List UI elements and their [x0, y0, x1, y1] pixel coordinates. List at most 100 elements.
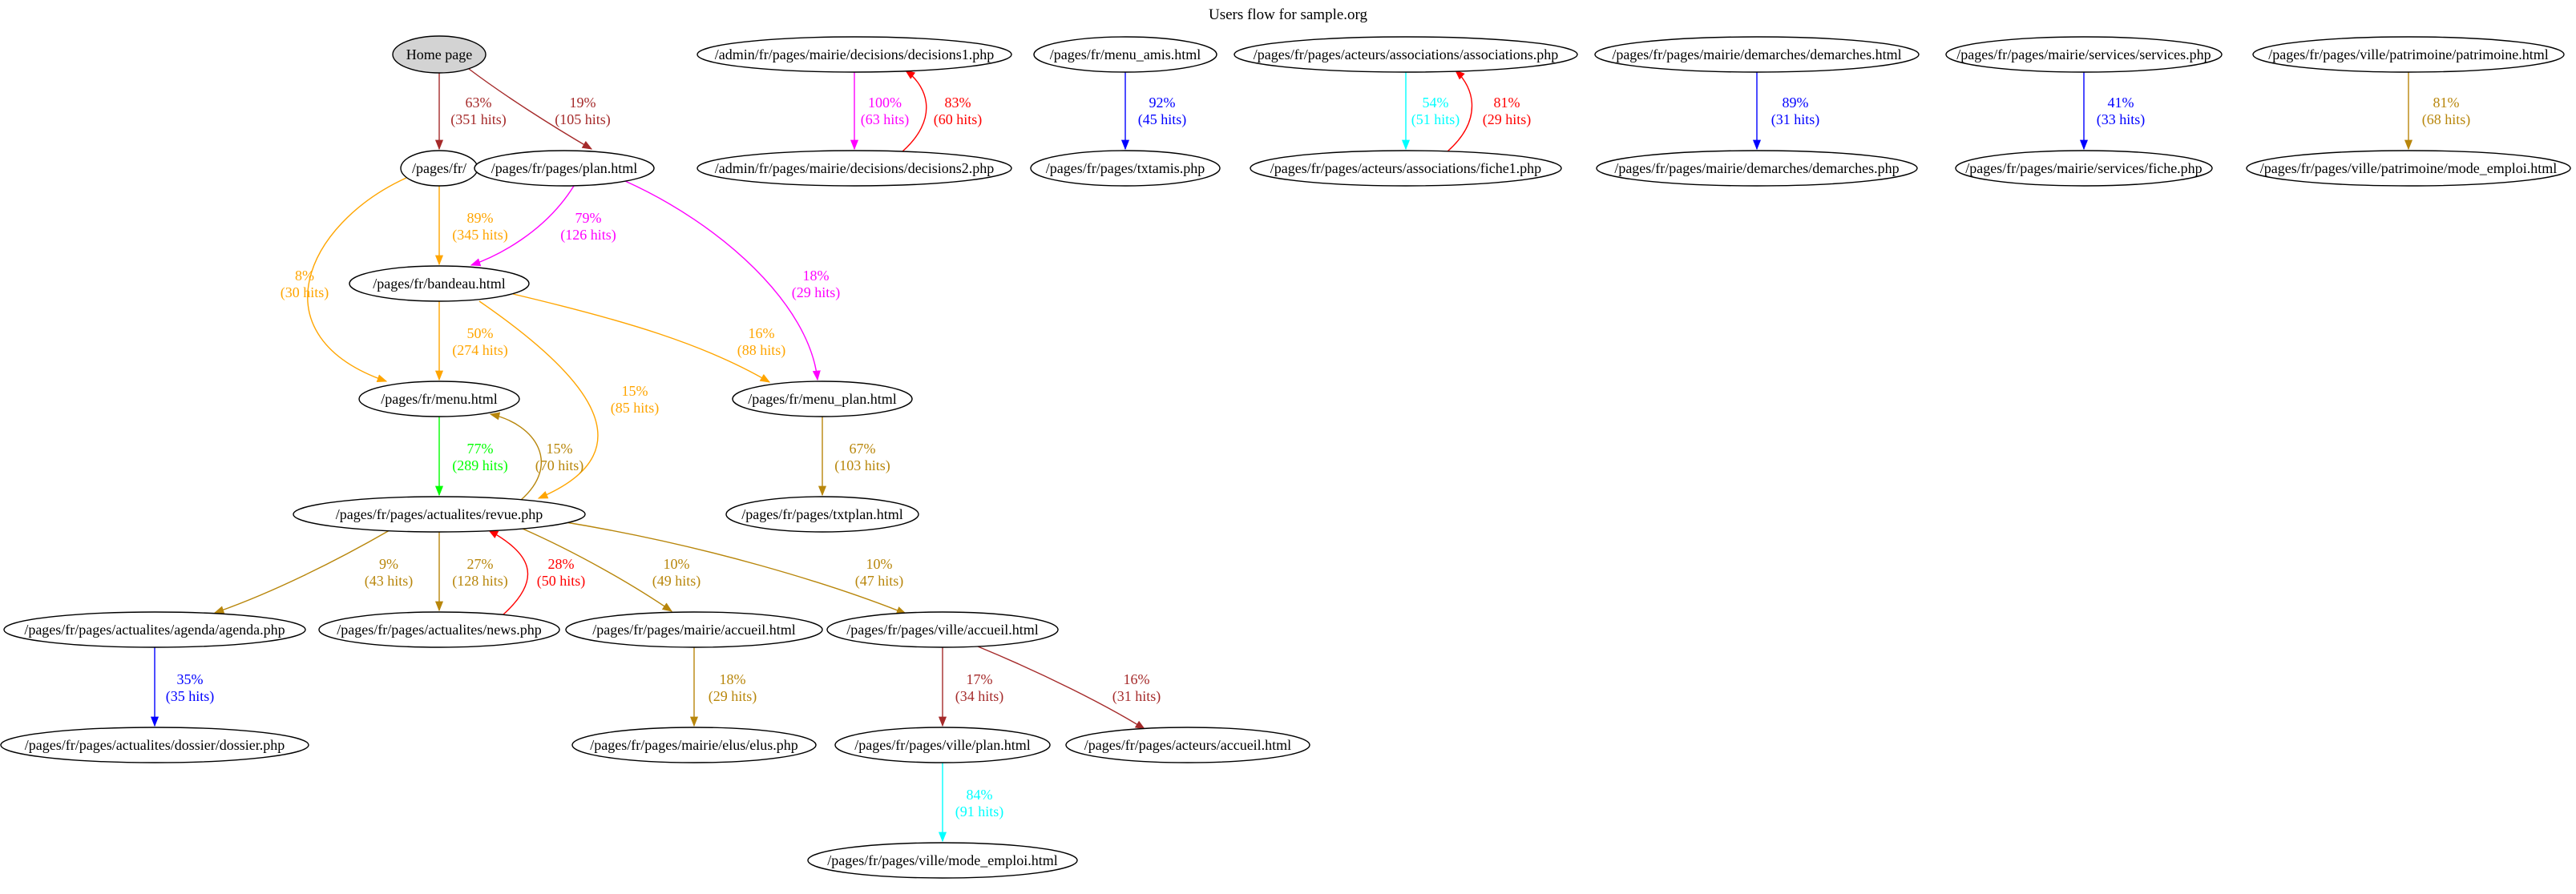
edge-hits-label: (85 hits) [611, 400, 660, 417]
edge-percent-label: 19% [570, 95, 596, 111]
node-revue: /pages/fr/pages/actualites/revue.php [293, 496, 586, 533]
node-label: /pages/fr/menu_plan.html [748, 391, 896, 407]
edges-layer: 63%(351 hits)19%(105 hits)89%(345 hits)8… [150, 68, 2471, 843]
node-patrimoine: /pages/fr/pages/ville/patrimoine/patrimo… [2252, 36, 2565, 73]
edge-percent-label: 10% [866, 556, 893, 572]
node-acteurs-accueil: /pages/fr/pages/acteurs/accueil.html [1065, 727, 1310, 763]
node-label: /pages/fr/pages/txtamis.php [1046, 160, 1205, 176]
edge-revue-to-ville_accueil: 10%(47 hits) [560, 521, 907, 614]
edge-percent-label: 81% [2433, 95, 2460, 111]
edge-percent-label: 15% [622, 383, 648, 399]
edge-percent-label: 79% [575, 210, 602, 226]
node-ellipse [696, 36, 1012, 73]
node-ellipse [732, 381, 913, 417]
node-label: /pages/fr/pages/mairie/services/services… [1956, 46, 2211, 62]
edge-percent-label: 15% [547, 441, 573, 457]
edge-bandeau-to-revue: 15%(85 hits) [478, 300, 660, 499]
edge-hits-label: (345 hits) [452, 227, 508, 244]
node-patrimoine-mode: /pages/fr/pages/ville/patrimoine/mode_em… [2246, 150, 2571, 187]
node-label: /pages/fr/pages/mairie/elus/elus.php [590, 737, 797, 753]
node-label: /pages/fr/menu.html [381, 391, 497, 407]
node-demarches-php: /pages/fr/pages/mairie/demarches/demarch… [1596, 150, 1918, 187]
node-txtplan: /pages/fr/pages/txtplan.html [725, 496, 919, 533]
node-ellipse [1955, 150, 2213, 187]
node-ellipse [2246, 150, 2571, 187]
node-ellipse [834, 727, 1051, 763]
edge-hits-label: (29 hits) [709, 688, 757, 705]
edge-line [512, 293, 771, 383]
node-mode-emploi: /pages/fr/pages/ville/mode_emploi.html [807, 842, 1078, 879]
node-label: /pages/fr/pages/actualites/news.php [337, 622, 541, 638]
node-dossier: /pages/fr/pages/actualites/dossier/dossi… [0, 727, 309, 763]
edge-hits-label: (103 hits) [834, 457, 890, 474]
node-ellipse [1033, 36, 1217, 73]
edge-hits-label: (34 hits) [955, 688, 1004, 705]
edge-ville_plan-to-mode_emploi: 84%(91 hits) [938, 763, 1003, 843]
edge-percent-label: 41% [2108, 95, 2134, 111]
edge-line [478, 300, 599, 499]
edge-hits-label: (51 hits) [1411, 111, 1460, 128]
edge-patrimoine-to-patrimoine_mode: 81%(68 hits) [2404, 72, 2471, 151]
edge-mairie_accueil-to-elus: 18%(29 hits) [689, 647, 757, 727]
node-ellipse [1065, 727, 1310, 763]
edge-revue-to-menu: 15%(70 hits) [489, 412, 583, 501]
edge-demarches_html-to-demarches_php: 89%(31 hits) [1752, 72, 1819, 151]
edge-assoc-to-fiche1: 54%(51 hits) [1401, 72, 1460, 151]
node-home: Home page [392, 35, 487, 74]
edge-bandeau-to-menu_plan: 16%(88 hits) [512, 293, 786, 383]
edge-menu_amis-to-txtamis: 92%(45 hits) [1120, 72, 1186, 151]
edge-hits-label: (29 hits) [1483, 111, 1532, 128]
node-label: /pages/fr/pages/mairie/demarches/demarch… [1614, 160, 1899, 176]
edge-fr-to-bandeau: 89%(345 hits) [434, 186, 508, 266]
node-label: /pages/fr/pages/ville/patrimoine/patrimo… [2268, 46, 2548, 62]
edge-services-to-fiche: 41%(33 hits) [2079, 72, 2145, 151]
edge-percent-label: 84% [967, 787, 993, 803]
node-menu-amis: /pages/fr/menu_amis.html [1033, 36, 1217, 73]
edge-line [468, 68, 593, 150]
edge-home-to-plan: 19%(105 hits) [468, 68, 611, 150]
edge-dec1-to-dec2: 100%(63 hits) [850, 72, 910, 151]
node-label: /admin/fr/pages/mairie/decisions/decisio… [715, 46, 994, 62]
edge-percent-label: 63% [466, 95, 492, 111]
diagram-title: Users flow for sample.org [1209, 6, 1368, 23]
node-ellipse [696, 150, 1012, 187]
edge-hits-label: (60 hits) [934, 111, 983, 128]
edge-hits-label: (88 hits) [737, 342, 786, 359]
edge-revue-to-news: 27%(128 hits) [434, 532, 508, 612]
node-demarches-html: /pages/fr/pages/mairie/demarches/demarch… [1594, 36, 1920, 73]
edge-line [213, 530, 390, 614]
edge-plan-to-menu_plan: 18%(29 hits) [624, 180, 840, 381]
node-label: /pages/fr/pages/ville/patrimoine/mode_em… [2260, 160, 2557, 176]
node-label: /pages/fr/pages/mairie/accueil.html [592, 622, 795, 638]
node-fiche1: /pages/fr/pages/acteurs/associations/fic… [1250, 150, 1562, 187]
edge-percent-label: 17% [967, 671, 993, 687]
node-label: /pages/fr/pages/mairie/demarches/demarch… [1612, 46, 1901, 62]
node-label: /pages/fr/pages/ville/accueil.html [846, 622, 1038, 638]
node-ellipse [358, 381, 520, 417]
node-fr: /pages/fr/ [400, 150, 478, 187]
edge-percent-label: 16% [749, 325, 775, 341]
edge-hits-label: (274 hits) [452, 342, 508, 359]
node-ellipse [318, 611, 560, 648]
edge-ville_accueil-to-acteurs_accueil: 16%(31 hits) [977, 646, 1161, 730]
edge-line [489, 412, 543, 501]
edge-line [470, 185, 575, 267]
edge-hits-label: (31 hits) [1112, 688, 1161, 705]
edge-hits-label: (289 hits) [452, 457, 508, 474]
edge-hits-label: (63 hits) [861, 111, 910, 128]
edge-percent-label: 50% [467, 325, 494, 341]
edge-line [560, 521, 907, 614]
edge-hits-label: (50 hits) [537, 573, 586, 590]
node-bandeau: /pages/fr/bandeau.html [349, 265, 530, 302]
node-label: /pages/fr/pages/actualites/revue.php [336, 506, 543, 522]
node-label: /pages/fr/pages/ville/plan.html [854, 737, 1030, 753]
node-ellipse [293, 496, 586, 533]
edge-percent-label: 10% [664, 556, 690, 572]
node-ellipse [565, 611, 823, 648]
edge-percent-label: 18% [720, 671, 746, 687]
edge-line [307, 177, 407, 383]
edge-hits-label: (68 hits) [2422, 111, 2471, 128]
node-ellipse [807, 842, 1078, 879]
edge-dec2-to-dec1: 83%(60 hits) [902, 70, 983, 152]
node-label: /pages/fr/pages/mairie/services/fiche.ph… [1965, 160, 2202, 176]
